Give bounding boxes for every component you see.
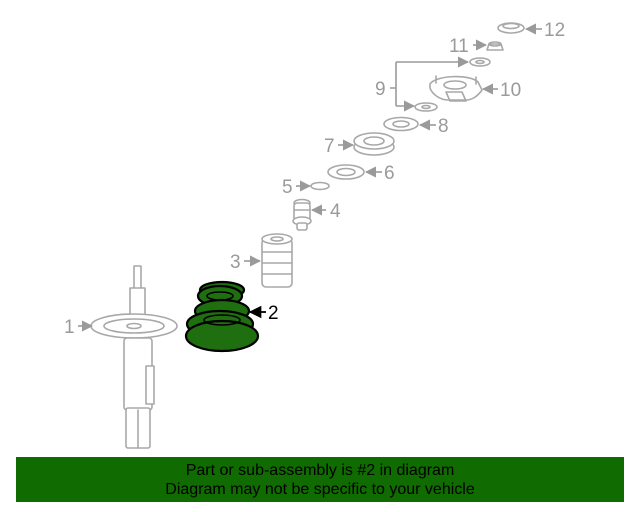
banner-line-disclaimer: Diagram may not be specific to your vehi… — [165, 481, 475, 498]
callout-9: 9 — [375, 79, 386, 100]
banner-line-part-number: Part or sub-assembly is #2 in diagram — [185, 462, 455, 479]
nut-part — [486, 41, 504, 51]
cap-part — [497, 22, 525, 34]
bearing-part — [383, 116, 419, 132]
upper-spring-seat-part — [353, 132, 395, 156]
info-banner: Part or sub-assembly is #2 in diagram Di… — [16, 457, 624, 502]
callout-3: 3 — [230, 252, 241, 273]
callout-5: 5 — [282, 177, 293, 198]
callout-12: 12 — [544, 20, 565, 41]
callout-7: 7 — [324, 136, 335, 157]
strut-mount-part — [429, 75, 483, 102]
callout-11: 11 — [449, 36, 469, 57]
leader-9 — [390, 61, 468, 107]
coil-spring-part — [184, 280, 260, 353]
callout-6: 6 — [384, 163, 395, 184]
spring-seat-part — [327, 164, 365, 180]
callout-8: 8 — [438, 116, 449, 137]
callout-1: 1 — [64, 317, 75, 338]
bump-stop-part — [261, 233, 293, 288]
callout-10: 10 — [500, 80, 521, 101]
small-washer-part — [310, 181, 330, 191]
strut-assembly-part — [90, 265, 178, 449]
callout-2: 2 — [268, 303, 279, 324]
callout-4: 4 — [330, 201, 341, 222]
jounce-bumper-part — [292, 198, 312, 231]
